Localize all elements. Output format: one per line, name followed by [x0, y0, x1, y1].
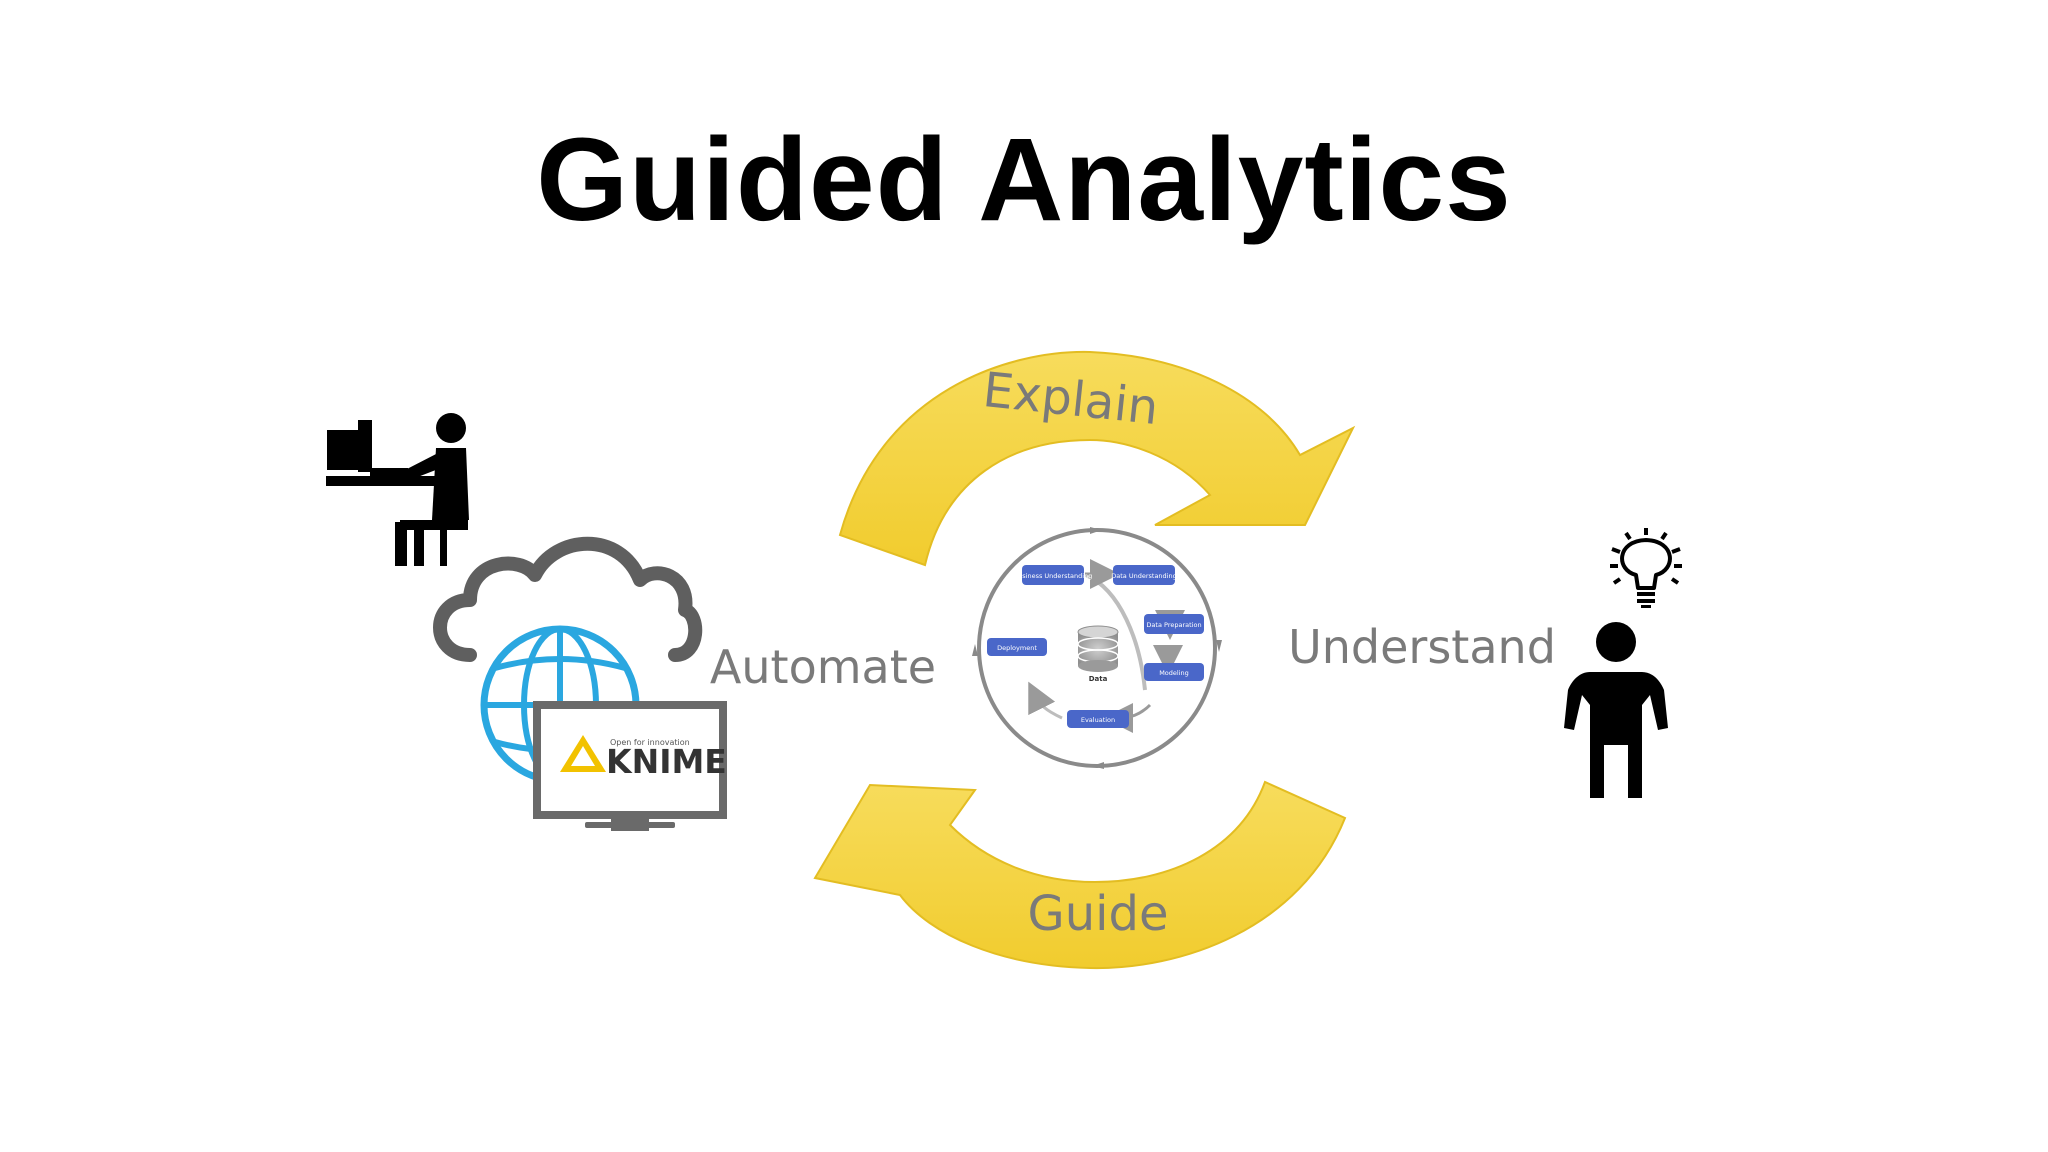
automate-label: Automate: [710, 640, 936, 694]
ring-arrowhead: [1216, 640, 1222, 652]
svg-text:Business Understanding: Business Understanding: [1014, 572, 1093, 580]
lightbulb-icon: [1610, 528, 1682, 608]
svg-text:Data Understanding: Data Understanding: [1111, 572, 1176, 580]
ring-arrowhead: [1090, 527, 1102, 534]
data-label: Data: [1089, 675, 1108, 683]
svg-text:Deployment: Deployment: [997, 644, 1037, 652]
knime-tagline: Open for innovation: [610, 738, 690, 747]
stage-business-understanding: Business Understanding: [1014, 565, 1093, 585]
person-at-computer-icon: [326, 413, 469, 566]
ring-arrowhead: [1092, 762, 1104, 769]
guide-label: Guide: [1028, 886, 1169, 942]
svg-text:Data Preparation: Data Preparation: [1146, 621, 1201, 629]
stage-deployment: Deployment: [987, 638, 1047, 656]
guide-arrow: Guide: [813, 780, 1347, 970]
stage-data-understanding: Data Understanding: [1111, 565, 1177, 585]
inner-flow-arrow: [1028, 681, 1063, 720]
svg-text:Evaluation: Evaluation: [1081, 716, 1115, 724]
ring-arrowhead: [972, 644, 978, 656]
explain-arrow: Explain: [838, 350, 1356, 567]
stage-evaluation: Evaluation: [1067, 710, 1129, 728]
stage-data-preparation: Data Preparation: [1144, 614, 1204, 634]
cloud-icon: [433, 536, 703, 662]
svg-text:Modeling: Modeling: [1159, 669, 1189, 677]
page-title: Guided Analytics: [536, 114, 1512, 246]
crisp-dm-cycle: Business Understanding Data Understandin…: [972, 527, 1222, 769]
knime-logo: Open for innovation KNIME: [560, 735, 727, 781]
knime-wordmark: KNIME: [606, 742, 727, 781]
database-icon: [1077, 625, 1119, 672]
understand-label: Understand: [1288, 620, 1556, 674]
person-icon: [1564, 622, 1668, 798]
stage-modeling: Modeling: [1144, 663, 1204, 681]
